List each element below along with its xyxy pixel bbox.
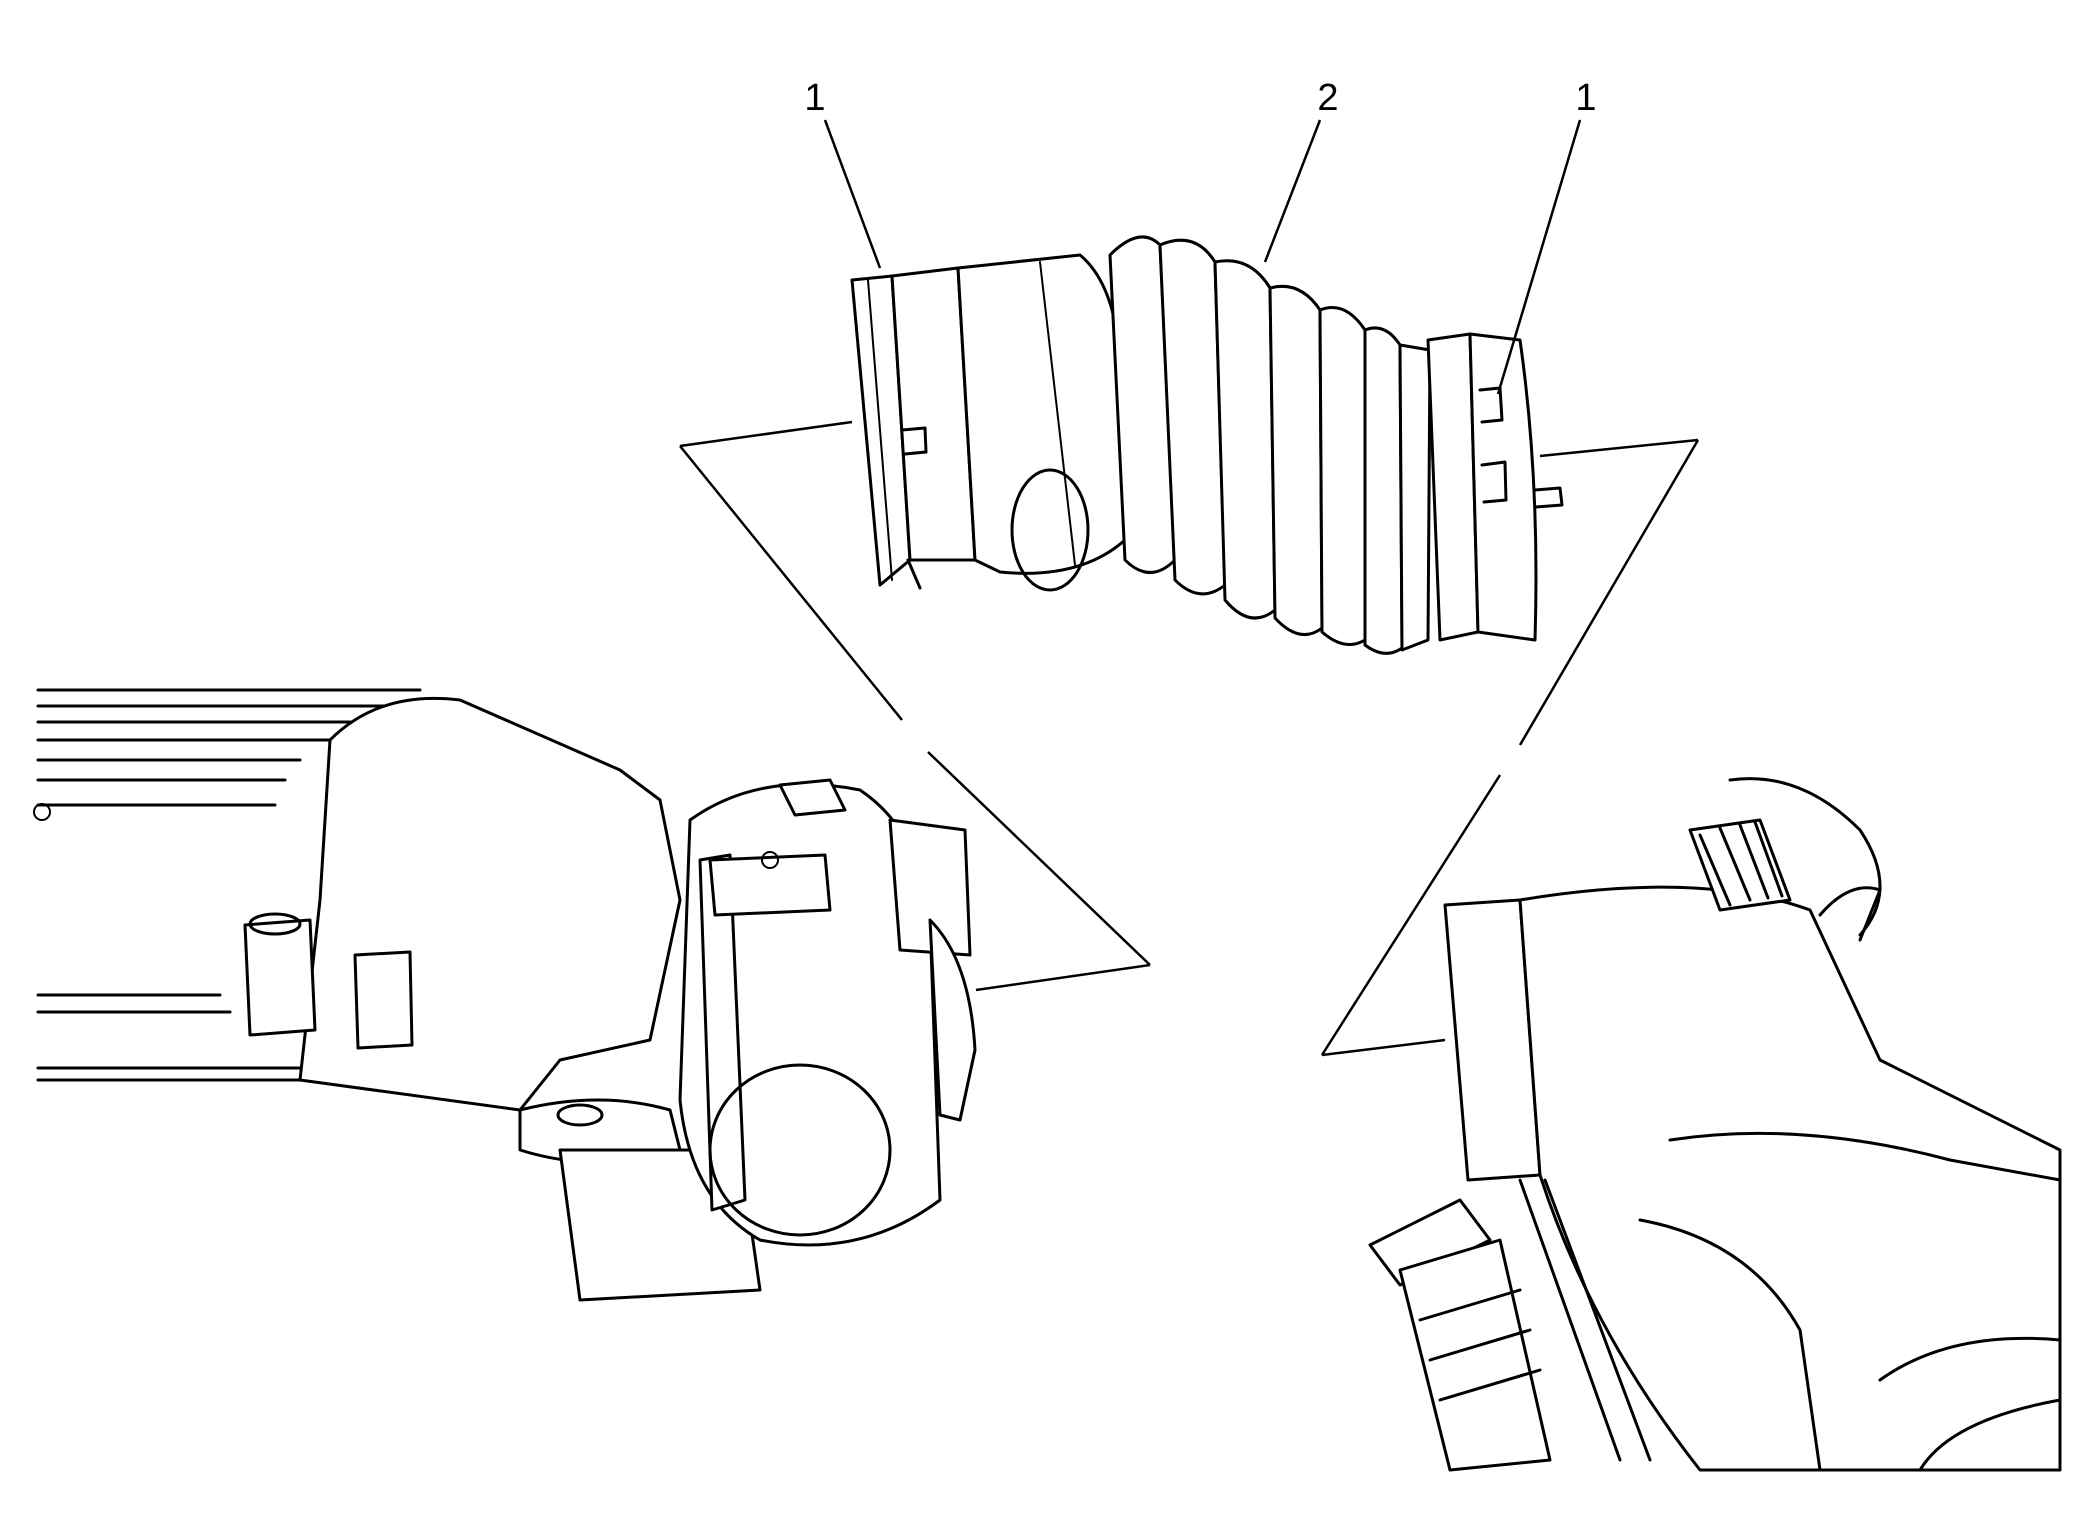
callout-label-1-left: 1 (804, 77, 825, 119)
callout-labels: 1 2 1 (804, 77, 1596, 119)
air-cleaner-housing (1368, 777, 2062, 1472)
callout-label-2: 2 (1317, 77, 1338, 119)
exploded-view-wedge-left (679, 420, 1151, 992)
throttle-body-assembly (33, 688, 977, 1302)
air-intake-duct (850, 235, 1564, 655)
callout-label-1-right: 1 (1575, 77, 1596, 119)
leader-line-center (1263, 119, 1322, 263)
leader-line-left (823, 119, 882, 269)
leader-line-right (1496, 119, 1582, 395)
exploded-view-wedge-right (1320, 438, 1700, 1057)
callout-leaders (823, 119, 1582, 395)
